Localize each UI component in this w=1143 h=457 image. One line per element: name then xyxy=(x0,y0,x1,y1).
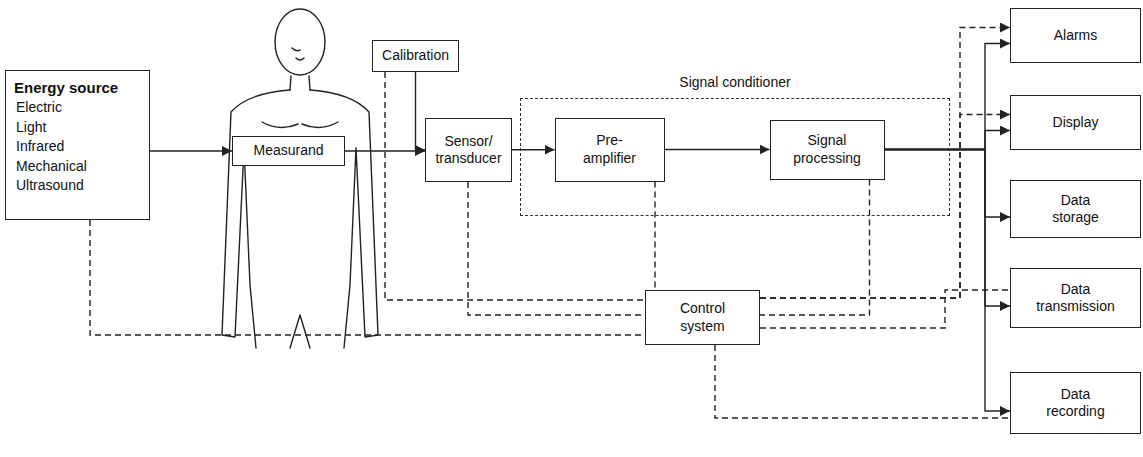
control-line xyxy=(90,220,645,335)
control-line xyxy=(715,345,1010,418)
box-label: Data transmission xyxy=(1036,281,1115,316)
energy-source-box: Energy sourceElectricLightInfraredMechan… xyxy=(5,70,150,220)
signal-arrow xyxy=(150,150,232,151)
box-label: Signal processing xyxy=(793,132,861,167)
box-label: Alarms xyxy=(1054,27,1098,45)
signal-arrow xyxy=(665,149,770,150)
signal-arrow xyxy=(885,150,1011,307)
signal-arrow xyxy=(416,72,426,150)
preamplifier-box: Pre- amplifier xyxy=(555,118,665,182)
signal-conditioner-group: Signal conditionerPre- amplifierSignal p… xyxy=(520,98,950,216)
box-label: Data recording xyxy=(1046,386,1104,421)
output-box: Display xyxy=(1010,95,1141,150)
signal-arrow xyxy=(345,150,425,151)
list-item: Light xyxy=(14,118,46,138)
box-label: Data storage xyxy=(1052,192,1099,227)
list-item: Ultrasound xyxy=(14,176,84,196)
box-label: Pre- amplifier xyxy=(583,132,636,167)
control-line xyxy=(468,182,645,315)
control-system-box: Control system xyxy=(645,290,760,345)
control-line xyxy=(760,180,870,316)
control-line xyxy=(760,115,1010,299)
control-line xyxy=(760,28,1010,299)
sensor-box: Sensor/ transducer xyxy=(425,118,512,182)
signal-arrow xyxy=(885,150,1011,412)
box-label: Sensor/ transducer xyxy=(435,133,501,168)
control-line xyxy=(760,290,1010,328)
control-line xyxy=(385,72,645,300)
signal-arrow xyxy=(512,149,555,150)
list-item: Mechanical xyxy=(14,157,87,177)
box-label: Calibration xyxy=(382,47,449,65)
output-box: Data storage xyxy=(1010,180,1141,238)
output-box: Data recording xyxy=(1010,372,1141,434)
list-item: Infrared xyxy=(14,137,64,157)
output-box: Data transmission xyxy=(1010,268,1141,328)
group-heading: Signal conditioner xyxy=(521,74,949,92)
measurand-box: Measurand xyxy=(232,136,345,166)
signal-arrow xyxy=(885,44,1011,150)
calibration-box: Calibration xyxy=(372,40,459,72)
box-label: Energy source xyxy=(14,77,118,98)
signal-arrow xyxy=(885,150,1011,218)
box-label: Measurand xyxy=(253,142,323,160)
output-box: Alarms xyxy=(1010,8,1141,63)
signal-processing-box: Signal processing xyxy=(770,120,885,180)
list-item: Electric xyxy=(14,98,62,118)
control-line xyxy=(654,182,655,291)
signal-arrow xyxy=(885,131,1011,150)
box-label: Control system xyxy=(680,300,725,335)
box-label: Display xyxy=(1053,114,1099,132)
